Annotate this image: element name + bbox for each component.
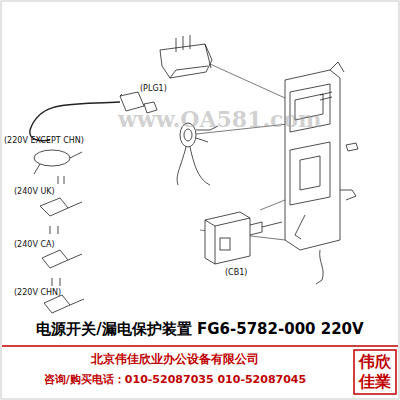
- variant-label: (220V CHN): [14, 288, 61, 297]
- part-label: (PLG1): [140, 84, 167, 93]
- part-label: (CB1): [225, 268, 247, 277]
- phone-line: 咨询/购买电话：010-52087035 010-52087045: [44, 372, 306, 387]
- company-name: 北京伟佳欣业办公设备有限公司: [91, 351, 259, 368]
- variant-label: (240V UK): [14, 187, 55, 196]
- variant-label: (220V EXCEPT CHN): [4, 136, 84, 145]
- caption: 电源开关/漏电保护装置 FG6-5782-000 220V: [36, 320, 363, 339]
- watermark: www.OA581.com: [118, 106, 321, 132]
- variant-label: (240V CA): [14, 240, 55, 249]
- logo-text: 伟欣佳業: [356, 352, 394, 392]
